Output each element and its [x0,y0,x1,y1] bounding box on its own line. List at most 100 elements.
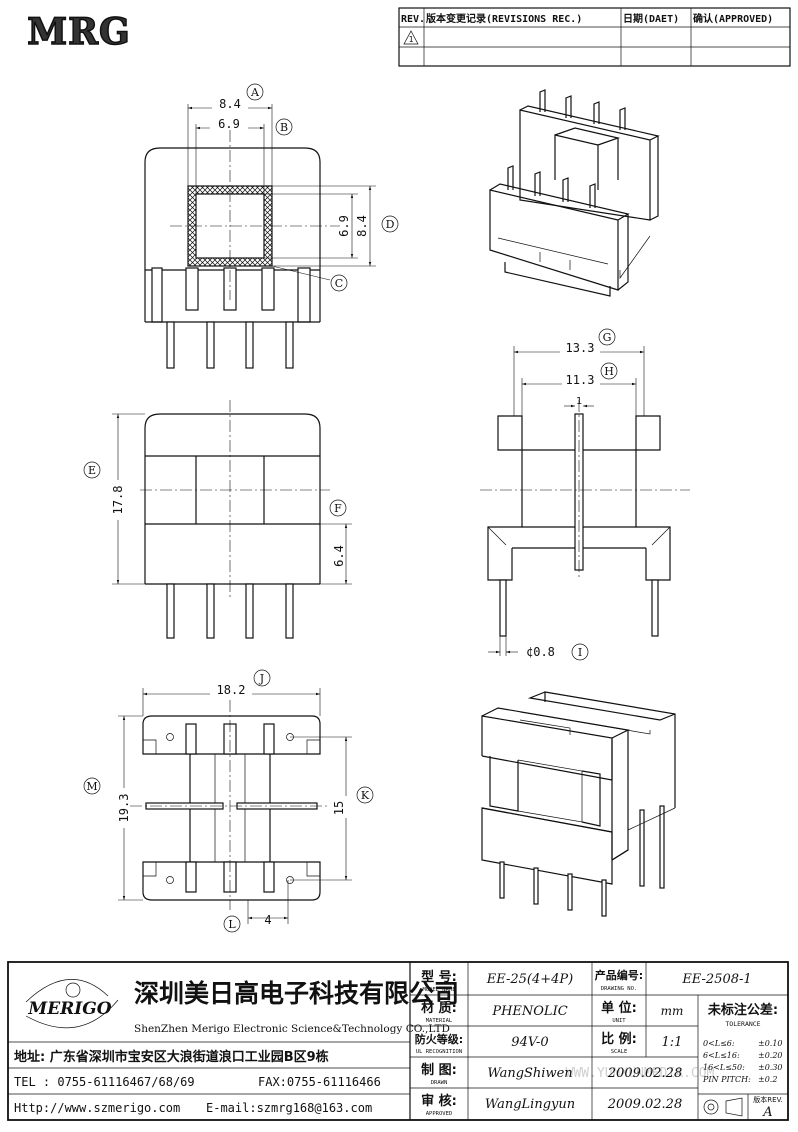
balloon-g: G [603,331,612,344]
material-label-en: MATERIAL [426,1018,453,1024]
drawn-value: WangShiwen [487,1066,572,1081]
model-value: EE-25(4+4P) [486,972,573,987]
balloon-a: A [250,86,260,99]
telephone: TEL : 0755-61116467/68/69 [14,1075,195,1089]
tolerance-label: 未标注公差: [707,1002,778,1018]
revisions-header: 版本变更记录(REVISIONS REC.) [426,12,582,25]
view-front [140,400,330,639]
dimension-i: ¢0.8 I [488,636,589,661]
dim-d-value-outer: 8.4 [355,215,369,237]
view-bottom [130,700,330,910]
dim-e-value: 17.8 [111,486,125,515]
material-label: 材 质: [421,1000,457,1016]
tolerance-range: 16<L≤50: [703,1063,745,1072]
revision-table: REV. 版本变更记录(REVISIONS REC.) 日期(DAET) 确认(… [398,7,791,67]
dimension-k: 15 K [290,736,374,881]
dimension-j: 18.2 J [142,669,321,716]
revision-mark: 1 [409,35,414,44]
rev-header: REV. [401,14,425,25]
date-header: 日期(DAET) [623,12,679,25]
drawing-no-label-en: DRAWING NO. [601,986,637,992]
model-label: 型 号: [421,969,457,985]
tolerance-range: PIN PITCH: [702,1075,751,1084]
flame-label: 防火等级: [415,1032,463,1046]
tolerance-range: 0<L≤6: [703,1039,735,1048]
balloon-c: C [335,277,343,290]
dimension-a: 8.4 A [187,83,273,186]
view-iso-top [489,89,660,297]
dim-h-value: 11.3 [566,373,595,387]
view-iso-bottom [481,691,676,917]
dimension-e: 17.8 E [83,413,145,585]
dim-k-value: 15 [332,801,346,815]
dim-i-value: ¢0.8 [526,645,555,659]
dimension-m: 19.3 M [83,715,143,901]
tolerance-label-en: TOLERANCE [725,1020,760,1028]
view-top-window [144,130,340,369]
view-side [480,400,690,637]
approved-label-en: APPROVED [426,1111,453,1117]
dimension-c: C [271,265,348,292]
scale-value: 1:1 [662,1035,683,1050]
address: 地址: 广东省深圳市宝安区大浪街道浪口工业园B区9栋 [14,1049,329,1065]
tolerance-value: ±0.10 [758,1039,783,1048]
tolerance-value: ±0.30 [758,1063,783,1072]
dim-l-value: 4 [264,913,271,927]
flame-value: 94V-0 [511,1035,548,1050]
company-name-cn: 深圳美日高电子科技有限公司 [134,979,459,1008]
balloon-d: D [386,218,395,231]
balloon-f: F [334,502,342,515]
balloon-i: I [578,646,582,659]
unit-label: 单 位: [601,1000,637,1016]
dim-divider-value: 1 [576,396,582,407]
unit-value: mm [661,1004,684,1018]
balloon-b: B [280,121,288,134]
drawn-label-en: DRAWN [431,1080,448,1086]
balloon-j: J [259,672,264,685]
dimension-d: 6.9 8.4 D [264,185,399,267]
balloon-k: K [361,789,370,802]
drawn-label: 制 图: [421,1062,457,1078]
title-block: MERIGO 深圳美日高电子科技有限公司 ShenZhen Merigo Ele… [7,961,789,1121]
drawing-no-value: EE-2508-1 [681,972,751,987]
company-name-en: ShenZhen Merigo Electronic Science&Techn… [134,1023,450,1035]
merigo-logo-icon [65,982,81,998]
dim-a-value: 8.4 [219,97,241,111]
tolerance-value: ±0.20 [758,1051,783,1060]
dimension-l: 4 L [223,880,289,933]
approved-header: 确认(APPROVED) [693,12,773,25]
projection-symbol-icon [703,1099,719,1115]
dim-d-value-inner: 6.9 [337,215,351,237]
dimension-g: 13.3 G [513,328,645,416]
website: Http://www.szmerigo.com [14,1101,180,1115]
logo-text: MRG [27,11,131,53]
dimension-h: 11.3 H 1 [521,362,637,416]
balloon-h: H [604,365,614,378]
model-label-en: MODEL NAME [422,987,455,993]
rev-label: 版本REV. [753,1095,782,1104]
merigo-logo-text: MERIGO [27,999,111,1019]
dimension-b: 6.9 B [195,117,293,194]
fax: FAX:0755-61116466 [258,1075,381,1089]
dim-g-value: 13.3 [566,341,595,355]
approved-date: 2009.02.28 [607,1097,682,1112]
material-value: PHENOLIC [491,1004,567,1019]
revision-triangle-icon [403,30,419,45]
dim-j-value: 18.2 [217,683,246,697]
balloon-e: E [88,464,96,477]
mrg-logo: MRG [18,10,140,54]
dim-b-value: 6.9 [218,117,240,131]
tolerance-value: ±0.2 [758,1075,777,1084]
rev-value: A [762,1105,772,1120]
dim-m-value: 19.3 [117,794,131,823]
flame-label-en: UL RECOGNITION [416,1049,462,1055]
drawing-no-label: 产品编号: [595,968,643,982]
approved-label: 审 核: [421,1093,457,1109]
scale-label-en: SCALE [611,1049,628,1055]
balloon-m: M [86,780,97,793]
unit-label-en: UNIT [612,1018,626,1024]
email: E-mail:szmrg168@163.com [206,1101,372,1115]
watermark: WWW.YUNXUNMEDIA.COM [566,1066,715,1081]
dimension-f: 6.4 F [320,499,352,585]
